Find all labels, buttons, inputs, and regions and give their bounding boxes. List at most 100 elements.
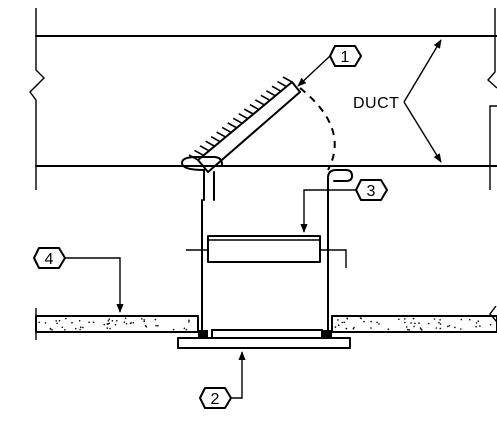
stipple-dot bbox=[155, 324, 157, 327]
stipple-dot bbox=[92, 321, 95, 324]
stipple-dot bbox=[65, 317, 67, 320]
hatch-tick bbox=[282, 76, 293, 83]
stipple-dot bbox=[183, 327, 186, 330]
stipple-dot bbox=[79, 326, 82, 329]
stipple-dot bbox=[407, 328, 409, 331]
stipple-dot bbox=[460, 318, 463, 321]
duct-right-break-line-lower bbox=[489, 105, 497, 190]
stipple-dot bbox=[114, 323, 117, 326]
stipple-dot bbox=[387, 328, 390, 331]
stipple-dot bbox=[414, 322, 416, 325]
callout-1-leader bbox=[297, 55, 331, 87]
hatch-tick bbox=[221, 126, 232, 134]
stipple-dot bbox=[185, 328, 188, 331]
stipple-dot bbox=[55, 320, 57, 322]
stipple-dot bbox=[64, 329, 66, 331]
hatch-tick bbox=[243, 108, 254, 115]
stipple-dot bbox=[370, 320, 372, 323]
grille bbox=[177, 329, 351, 349]
stipple-dot bbox=[49, 328, 52, 330]
damper-blade-hatching bbox=[188, 76, 293, 161]
stipple-dot bbox=[460, 328, 462, 330]
stipple-dot bbox=[343, 321, 346, 324]
duct-arrow-down bbox=[403, 101, 442, 163]
stipple-dot bbox=[154, 318, 157, 321]
callout-4: 4 bbox=[33, 247, 124, 313]
stipple-dot bbox=[143, 320, 145, 323]
stipple-dot bbox=[107, 320, 110, 322]
stipple-dot bbox=[479, 325, 481, 327]
hatch-tick bbox=[249, 103, 260, 111]
stipple-dot bbox=[172, 328, 175, 331]
stipple-dot bbox=[123, 321, 126, 323]
stipple-dot bbox=[421, 329, 423, 331]
stipple-dot bbox=[404, 318, 406, 320]
stipple-dot bbox=[145, 326, 148, 328]
stipple-dot bbox=[74, 327, 77, 330]
stipple-dot bbox=[489, 323, 492, 326]
duct-label-group: DUCT bbox=[353, 39, 442, 163]
stipple-dot bbox=[337, 319, 339, 321]
callout-2: 2 bbox=[199, 351, 246, 409]
callout-1: 1 bbox=[297, 45, 362, 87]
callout-3-leader bbox=[300, 189, 356, 233]
ceiling bbox=[35, 305, 497, 340]
hatch-tick bbox=[277, 80, 287, 88]
stipple-dot bbox=[116, 320, 118, 322]
stipple-dot bbox=[79, 328, 81, 331]
callout-3-label: 3 bbox=[367, 183, 376, 200]
stipple-dot bbox=[439, 327, 442, 330]
stipple-dot bbox=[108, 322, 110, 325]
fusible-link-rod-right bbox=[320, 249, 347, 268]
stipple-dot bbox=[438, 321, 440, 324]
stipple-dot bbox=[413, 325, 415, 328]
stipple-dot bbox=[58, 319, 61, 322]
duct-label: DUCT bbox=[353, 95, 399, 112]
ceiling-stipple bbox=[38, 317, 492, 331]
hatch-tick bbox=[227, 122, 238, 129]
stipple-dot bbox=[439, 319, 441, 321]
ceiling-right-break bbox=[489, 305, 497, 323]
stipple-dot bbox=[427, 322, 430, 325]
stipple-dot bbox=[404, 321, 406, 324]
stipple-dot bbox=[363, 320, 365, 323]
stipple-dot bbox=[405, 326, 408, 328]
stipple-dot bbox=[448, 324, 451, 327]
stipple-dot bbox=[129, 322, 132, 325]
stipple-dot bbox=[341, 321, 344, 324]
duct bbox=[29, 8, 497, 190]
stipple-dot bbox=[141, 318, 143, 320]
grille-right-clip bbox=[322, 330, 332, 338]
hatch-tick bbox=[254, 99, 265, 106]
stipple-dot bbox=[125, 323, 128, 325]
damper bbox=[188, 76, 336, 173]
sleeve-right-hem bbox=[327, 169, 353, 201]
fusible-link-body bbox=[207, 235, 321, 263]
callout-4-leader bbox=[65, 257, 124, 313]
stipple-dot bbox=[376, 321, 378, 324]
stipple-dot bbox=[44, 322, 47, 324]
stipple-dot bbox=[334, 326, 337, 328]
stipple-dot bbox=[353, 326, 355, 329]
stipple-dot bbox=[435, 327, 438, 329]
duct-right-break-line bbox=[487, 8, 497, 89]
stipple-dot bbox=[378, 323, 380, 325]
callout-3: 3 bbox=[300, 179, 388, 233]
stipple-dot bbox=[352, 328, 355, 330]
stipple-dot bbox=[78, 320, 81, 322]
hatch-tick bbox=[260, 94, 271, 102]
stipple-dot bbox=[111, 320, 114, 322]
stipple-dot bbox=[188, 319, 190, 322]
callout-4-label: 4 bbox=[45, 251, 54, 268]
stipple-dot bbox=[454, 326, 456, 329]
stipple-dot bbox=[345, 327, 348, 330]
sleeve-left-hem bbox=[181, 156, 223, 201]
damper-swing-arc bbox=[299, 87, 336, 171]
stipple-dot bbox=[337, 324, 340, 327]
stipple-dot bbox=[61, 326, 64, 329]
hatch-tick bbox=[205, 140, 215, 147]
stipple-dot bbox=[106, 327, 109, 329]
stipple-dot bbox=[38, 321, 40, 324]
stipple-dot bbox=[88, 321, 90, 324]
